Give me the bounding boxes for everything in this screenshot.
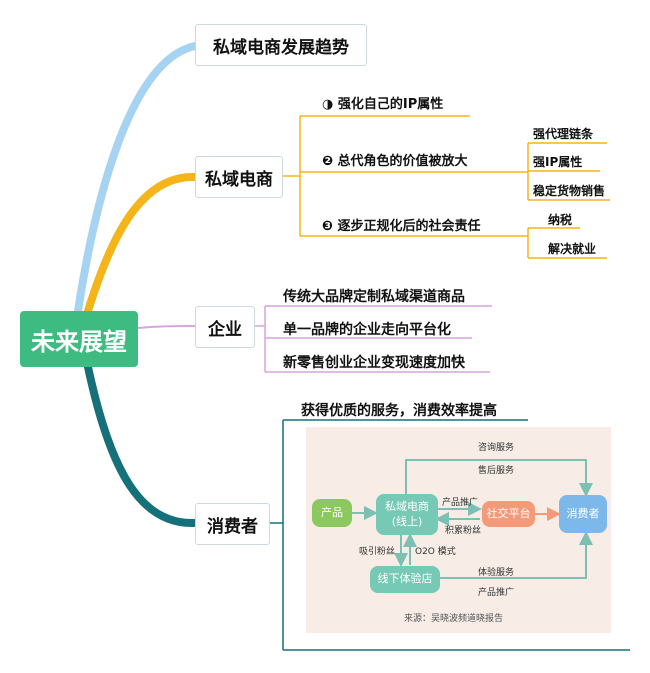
enterprise-item-1: 传统大品牌定制私域渠道商品 xyxy=(283,289,465,305)
flow-label-promo: 产品推广 xyxy=(442,498,479,508)
private-node-line1: 私域电商 xyxy=(385,499,429,513)
flow-arrows xyxy=(352,459,593,579)
private-item-ip: ◑ 强化自己的IP属性 xyxy=(322,97,444,112)
flow-node-product: 产品 xyxy=(312,499,352,527)
enterprise-item-2: 单一品牌的企业走向平台化 xyxy=(283,322,451,338)
branch-line-trend xyxy=(74,42,199,315)
root-node: 未来展望 xyxy=(20,311,138,367)
branch-trend: 私域电商发展趋势 xyxy=(195,24,367,66)
consumer-heading: 获得优质的服务，消费效率提高 xyxy=(301,403,497,419)
branch-line-private xyxy=(84,172,199,315)
flow-label-fans: 积累粉丝 xyxy=(445,526,482,536)
agent-sub-chain: 强代理链条 xyxy=(533,127,594,141)
enterprise-item-3: 新零售创业企业变现速度加快 xyxy=(283,355,465,371)
flow-source-note: 来源：吴晓波频道晓报告 xyxy=(404,614,504,624)
flow-label-o2o: O2O 模式 xyxy=(415,547,456,557)
flow-node-offline-store: 线下体验店 xyxy=(370,566,440,593)
flow-node-social-platform: 社交平台 xyxy=(482,501,535,527)
agent-sub-sales: 稳定货物销售 xyxy=(533,184,606,198)
branch-line-enterprise xyxy=(137,325,196,329)
flow-label-attract: 吸引粉丝 xyxy=(359,547,396,557)
flow-node-private-commerce: 私域电商 (线上) xyxy=(376,494,438,535)
branch-line-consumer xyxy=(84,363,199,528)
flow-label-experience: 体验服务 xyxy=(478,568,515,578)
private-item-responsibility: ❸ 逐步正规化后的社会责任 xyxy=(322,219,481,234)
flow-label-promo2: 产品推广 xyxy=(478,588,515,598)
branch-enterprise: 企业 xyxy=(195,306,255,348)
flow-node-consumer: 消费者 xyxy=(559,495,607,533)
flow-label-consult: 咨询服务 xyxy=(478,443,515,453)
responsibility-sub-jobs: 解决就业 xyxy=(548,242,597,256)
branch-consumer: 消费者 xyxy=(195,503,270,545)
agent-sub-ip: 强IP属性 xyxy=(533,155,583,169)
flow-label-aftersale: 售后服务 xyxy=(478,466,515,476)
flow-diagram: 产品 私域电商 (线上) 社交平台 消费者 线下体验店 咨询服务 售后服务 产品… xyxy=(306,427,611,633)
responsibility-sub-tax: 纳税 xyxy=(548,213,573,227)
branch-private-commerce: 私域电商 xyxy=(195,156,283,198)
private-node-line2: (线上) xyxy=(391,514,423,528)
private-item-agent: ❷ 总代角色的价值被放大 xyxy=(322,154,468,169)
